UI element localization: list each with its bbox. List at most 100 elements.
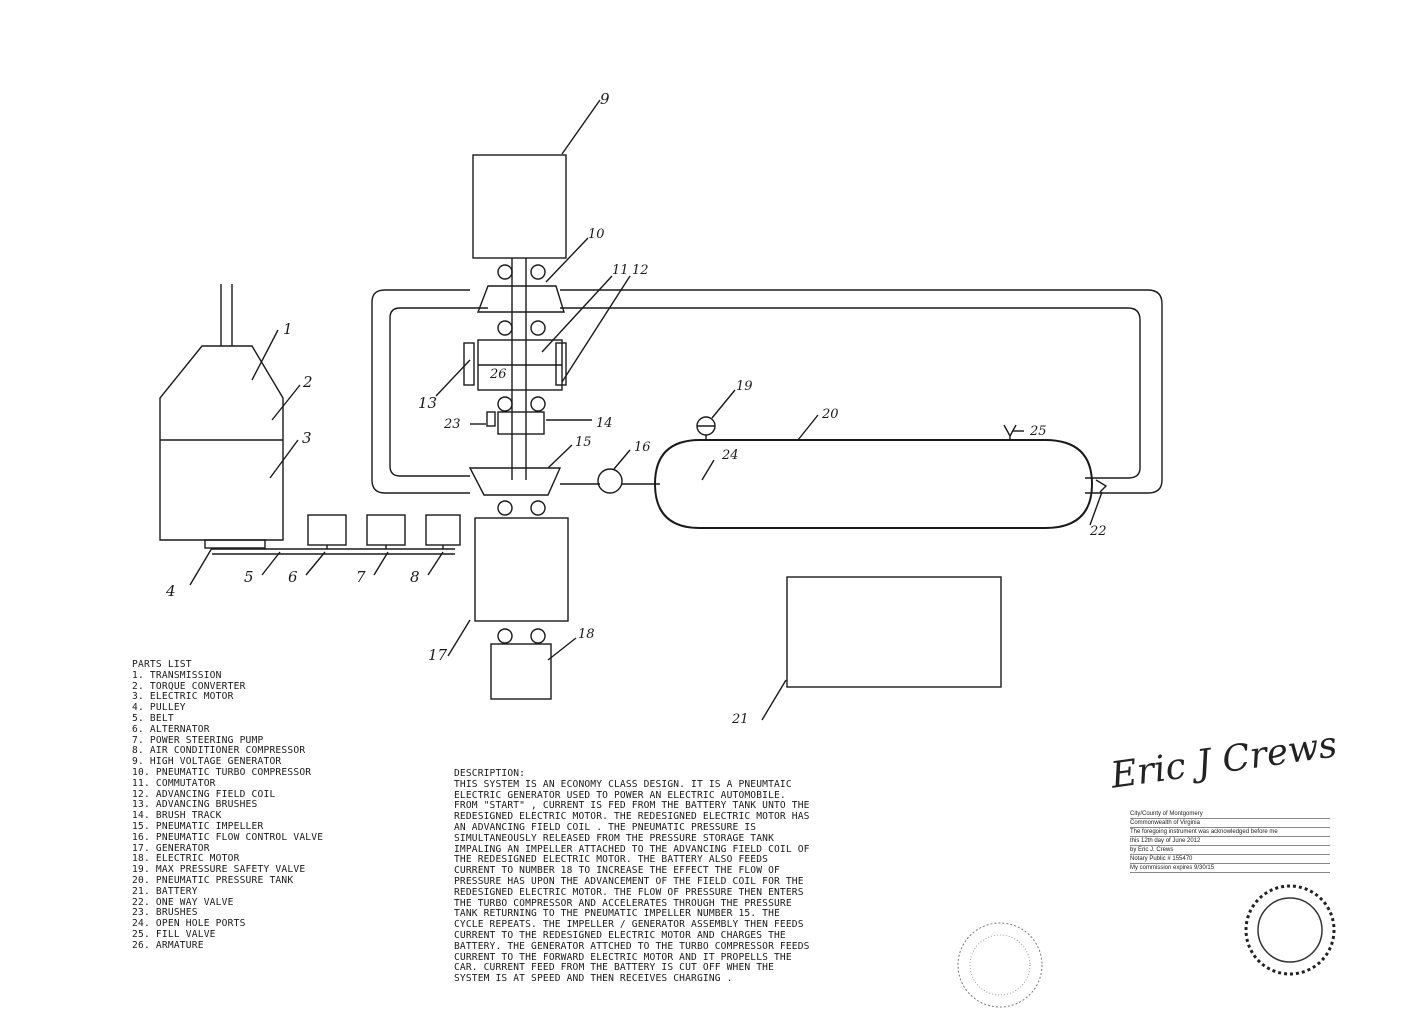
callout-3: 3	[302, 429, 312, 447]
parts-list-item: 3. ELECTRIC MOTOR	[132, 691, 234, 703]
callout-26: 26	[489, 367, 507, 382]
callout-13: 13	[418, 394, 437, 412]
callout-7: 7	[356, 568, 366, 586]
callout-5: 5	[244, 568, 254, 586]
callout-20: 20	[821, 407, 839, 422]
parts-list-item: 9. HIGH VOLTAGE GENERATOR	[132, 756, 282, 768]
callout-15: 15	[575, 435, 592, 450]
description-line: CURRENT TO THE FORWARD ELECTRIC MOTOR AN…	[454, 951, 792, 963]
callout-9: 9	[600, 90, 610, 108]
description-line: FROM "START" , CURRENT IS FED FROM THE B…	[454, 800, 810, 812]
callout-4: 4	[165, 582, 176, 600]
description-body: THIS SYSTEM IS AN ECONOMY CLASS DESIGN. …	[454, 778, 874, 985]
description-line: PRESSURE HAS UPON THE ADVANCEMENT OF THE…	[454, 875, 804, 887]
notary-line: Commonwealth of Virginia	[1130, 819, 1330, 828]
callout-6: 6	[288, 568, 298, 586]
generator	[474, 517, 569, 622]
alternator-box	[307, 514, 347, 546]
description-line: TANK RETURNING TO THE PNEUMATIC IMPELLER…	[454, 908, 780, 920]
leader-lines	[189, 237, 1103, 721]
callout-23: 23	[443, 417, 461, 432]
power-steering-box	[366, 514, 406, 546]
description-line: CAR. CURRENT FEED FROM THE BATTERY IS CU…	[454, 962, 774, 974]
embossed-seal	[1244, 884, 1336, 976]
description-line: BATTERY. THE GENERATOR ATTCHED TO THE TU…	[454, 940, 810, 952]
callout-22: 22	[1089, 524, 1107, 539]
parts-list-item: 7. POWER STEERING PUMP	[132, 734, 264, 746]
parts-list-item: 10. PNEUMATIC TURBO COMPRESSOR	[132, 766, 312, 778]
parts-list-item: 15. PNEUMATIC IMPELLER	[132, 820, 264, 832]
callout-labels: 1 2 3 4 5 6 7 8 9 10 11 12 13 14 15 16 1…	[165, 90, 1107, 727]
parts-list-item: 18. ELECTRIC MOTOR	[132, 853, 240, 865]
parts-list-item: 4. PULLEY	[132, 702, 186, 714]
description-line: THIS SYSTEM IS AN ECONOMY CLASS DESIGN. …	[454, 778, 792, 790]
parts-list-item: 17. GENERATOR	[132, 842, 210, 854]
description-line: THE TURBO COMPRESSOR AND ACCELERATES THR…	[454, 897, 792, 909]
parts-list-item: 20. PNEUMATIC PRESSURE TANK	[132, 874, 294, 886]
engine-assembly	[159, 284, 284, 549]
callout-14: 14	[596, 416, 613, 431]
callout-18: 18	[578, 627, 595, 642]
one-way-valve	[1095, 479, 1108, 493]
description-line: REDESIGNED ELECTRIC MOTOR. THE REDESIGNE…	[454, 811, 810, 823]
parts-list-item: 24. OPEN HOLE PORTS	[132, 918, 246, 930]
callout-11: 11	[612, 263, 629, 278]
center-shaft	[497, 258, 546, 644]
parts-list-item: 16. PNEUMATIC FLOW CONTROL VALVE	[132, 831, 324, 843]
parts-list-item: 13. ADVANCING BRUSHES	[132, 799, 258, 811]
parts-list-item: 1. TRANSMISSION	[132, 669, 222, 681]
description-title: DESCRIPTION:	[454, 768, 526, 779]
flow-control-valve	[597, 468, 623, 494]
callout-21: 21	[731, 712, 749, 727]
description-line: CURRENT TO NUMBER 18 TO INCREASE THE EFF…	[454, 865, 780, 877]
description-line: ELECTRIC GENERATOR USED TO POWER AN ELEC…	[454, 789, 786, 801]
parts-list-item: 22. ONE WAY VALVE	[132, 896, 234, 908]
parts-list-item: 6. ALTERNATOR	[132, 723, 210, 735]
description-line: CURRENT TO THE REDESIGNED ELECTRIC MOTOR…	[454, 929, 786, 941]
brush-track	[497, 411, 545, 435]
description-line: REDESIGNED ELECTRIC MOTOR. THE FLOW OF P…	[454, 886, 804, 898]
parts-list-item: 2. TORQUE CONVERTER	[132, 680, 246, 692]
description-line: THE REDESIGNED ELECTRIC MOTOR. THE BATTE…	[454, 854, 769, 866]
description: DESCRIPTION: THIS SYSTEM IS AN ECONOMY C…	[454, 768, 874, 985]
callout-10: 10	[588, 227, 605, 242]
description-line: SYSTEM IS AT SPEED AND THEN RECEIVES CHA…	[454, 973, 733, 985]
callout-25: 25	[1029, 424, 1047, 439]
notary-line: The foregoing instrument was acknowledge…	[1130, 828, 1330, 837]
description-line: IMPALING AN IMPELLER ATTACHED TO THE ADV…	[454, 843, 810, 855]
accessory-drive	[212, 514, 461, 555]
callout-2: 2	[302, 373, 313, 391]
pneumatic-loop	[371, 289, 1163, 494]
parts-list-item: 11. COMMUTATOR	[132, 777, 216, 789]
callout-8: 8	[410, 568, 420, 586]
notary-line: City/County of Montgomery	[1130, 810, 1330, 819]
parts-list-item: 12. ADVANCING FIELD COIL	[132, 788, 276, 800]
parts-list-title: PARTS LIST	[132, 659, 192, 670]
parts-list-item: 5. BELT	[132, 712, 174, 724]
parts-list-item: 19. MAX PRESSURE SAFETY VALVE	[132, 864, 306, 876]
parts-list-item: 25. FILL VALVE	[132, 928, 216, 940]
description-line: SIMULTANEOUSLY RELEASED FROM THE PRESSUR…	[454, 832, 774, 844]
notary-line: this 12th day of June 2012	[1130, 837, 1330, 846]
callout-12: 12	[632, 263, 649, 278]
callout-24: 24	[721, 448, 739, 463]
parts-list-item: 21. BATTERY	[132, 885, 198, 897]
pneumatic-impeller	[468, 467, 562, 496]
pressure-tank	[653, 439, 1094, 529]
battery	[786, 576, 1002, 688]
notary-line: My commission expires 9/30/15	[1130, 864, 1330, 873]
parts-list-item: 23. BRUSHES	[132, 907, 198, 919]
turbo-compressor	[476, 285, 565, 313]
ac-compressor-box	[425, 514, 461, 546]
description-line: AN ADVANCING FIELD COIL . THE PNEUMATIC …	[454, 821, 757, 833]
description-line: CYCLE REPEATS. THE IMPELLER / GENERATOR …	[454, 919, 804, 931]
fill-valve	[1003, 424, 1017, 440]
high-voltage-generator	[472, 154, 567, 259]
parts-list-item: 14. BRUSH TRACK	[132, 810, 222, 822]
callout-16: 16	[634, 440, 651, 455]
parts-list-item: 8. AIR CONDITIONER COMPRESSOR	[132, 745, 306, 757]
